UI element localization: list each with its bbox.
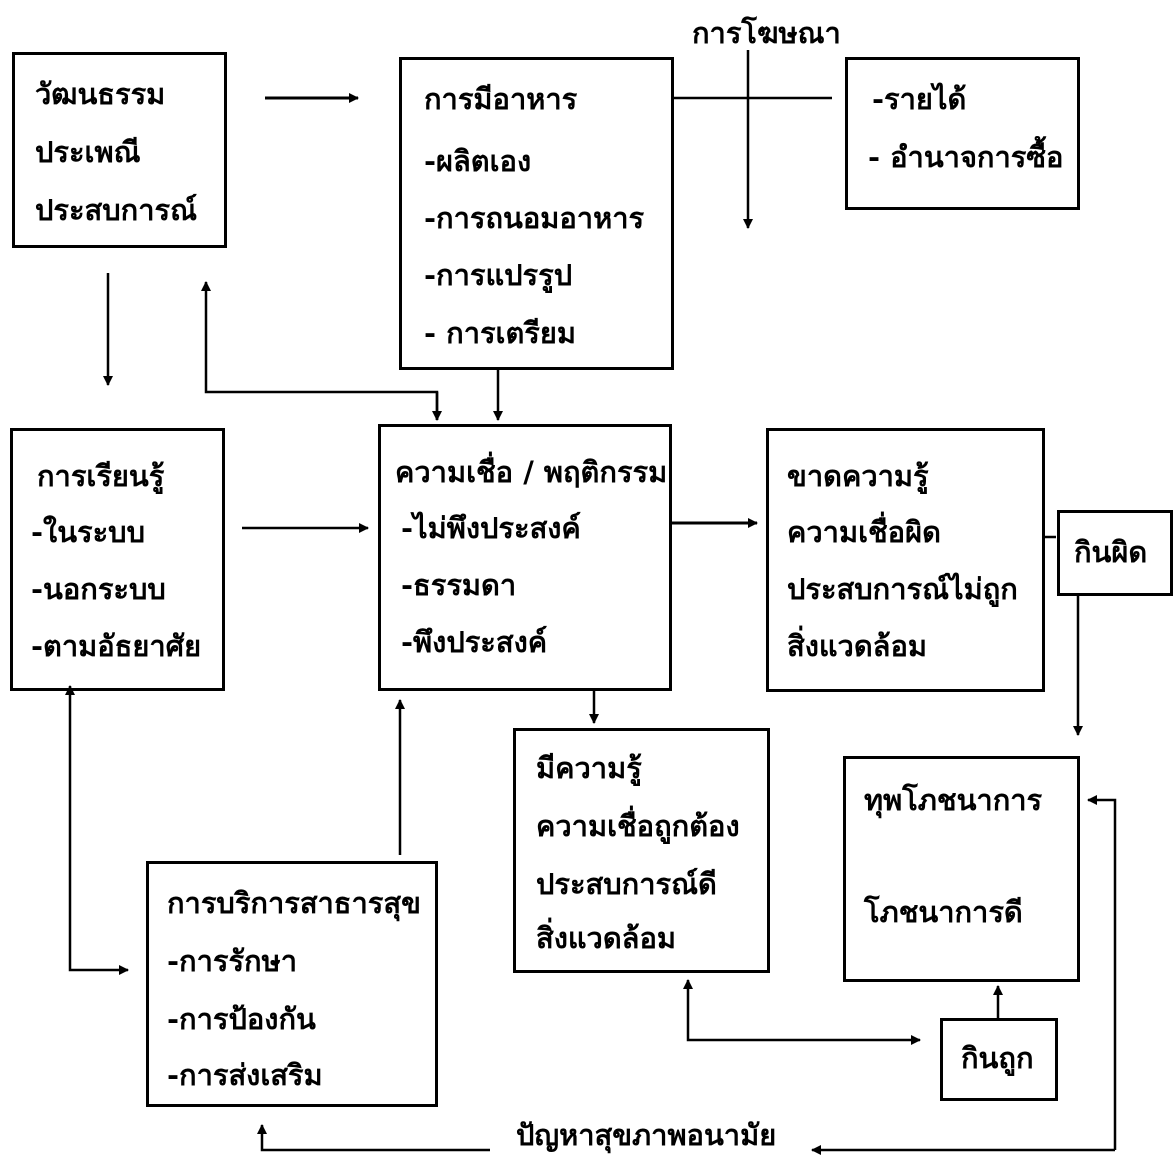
arrow-knowledge-eatright [686,985,921,1045]
lack-line-3: ประสบการณ์ไม่ถูก [787,572,1018,606]
lack-line-2: ความเชื่อผิด [787,515,941,549]
service-line-4: -การส่งเสริม [167,1058,323,1092]
culture-box: วัฒนธรรม ประเพณี ประสบการณ์ [12,52,227,248]
food-line-4: -การแปรรูป [424,258,573,292]
belief-line-2: -ไม่พึงประสงค์ [401,511,581,545]
belief-line-3: -ธรรมดา [401,568,517,602]
learning-box: การเรียนรู้ -ในระบบ -นอกระบบ -ตามอัธยาศั… [10,428,225,691]
culture-line-2: ประเพณี [35,135,141,169]
food-line-2: -ผลิตเอง [424,144,532,178]
nutrition-line-1: ทุพโภชนาการ [864,783,1043,817]
learning-line-1: การเรียนรู้ [37,459,165,493]
eat-wrong-box: กินผิด [1057,510,1173,596]
food-box: การมีอาหาร -ผลิตเอง -การถนอมอาหาร -การแป… [399,57,674,370]
culture-line-1: วัฒนธรรม [35,77,166,111]
eat-right-line-1: กินถูก [961,1041,1034,1075]
food-line-5: - การเตรียม [424,316,576,350]
arrow-loop-to-nutrition [1087,795,1117,1150]
income-line-1: -รายได้ [872,82,967,116]
knowledge-line-2: ความเชื่อถูกต้อง [536,809,740,843]
nutrition-box: ทุพโภชนาการ โภชนาการดี [843,756,1080,982]
lack-knowledge-box: ขาดความรู้ ความเชื่อผิด ประสบการณ์ไม่ถูก… [766,428,1045,692]
nutrition-line-2: โภชนาการดี [864,895,1023,929]
belief-line-4: -พึงประสงค์ [401,625,548,659]
advertising-label: การโฆษณา [692,16,841,50]
income-line-2: - อำนาจการซื้อ [868,140,1064,174]
service-line-3: -การป้องกัน [167,1002,316,1036]
learning-line-2: -ในระบบ [31,515,145,549]
service-box: การบริการสาธารสุข -การรักษา -การป้องกัน … [146,861,438,1107]
knowledge-line-3: ประสบการณ์ดี [536,867,717,901]
belief-box: ความเชื่อ / พฤติกรรม -ไม่พึงประสงค์ -ธรร… [378,424,672,691]
knowledge-line-4: สิ่งแวดล้อม [536,921,676,955]
arrow-learning-service [68,690,129,975]
health-problem-label: ปัญหาสุขภาพอนามัย [516,1118,777,1152]
knowledge-line-1: มีความรู้ [536,751,642,785]
belief-line-1: ความเชื่อ / พฤติกรรม [395,455,668,489]
knowledge-box: มีความรู้ ความเชื่อถูกต้อง ประสบการณ์ดี … [513,728,770,973]
eat-right-box: กินถูก [940,1018,1058,1101]
learning-line-4: -ตามอัธยาศัย [31,629,202,663]
service-line-2: -การรักษา [167,944,297,978]
income-box: -รายได้ - อำนาจการซื้อ [845,57,1080,210]
lack-line-1: ขาดความรู้ [787,459,929,493]
learning-line-3: -นอกระบบ [31,572,166,606]
food-line-1: การมีอาหาร [424,82,578,116]
culture-line-3: ประสบการณ์ [35,193,197,227]
eat-wrong-line-1: กินผิด [1074,535,1148,569]
lack-line-4: สิ่งแวดล้อม [787,629,927,663]
arrow-health-to-service [257,1124,490,1152]
service-line-1: การบริการสาธารสุข [167,886,421,920]
food-line-3: -การถนอมอาหาร [424,201,645,235]
